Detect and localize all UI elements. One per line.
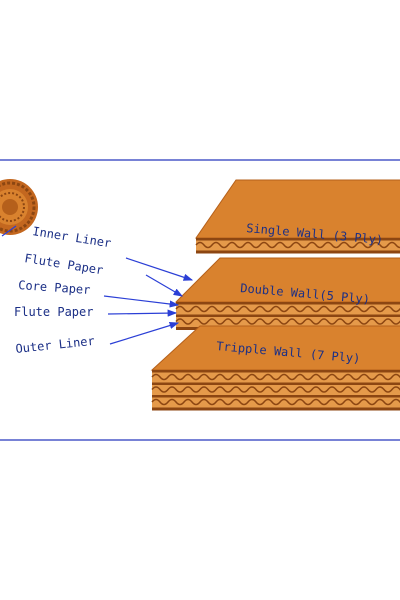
board-bottom-liner-1 (196, 250, 400, 254)
boards-group (150, 179, 400, 411)
board-flute-bg-3-2 (152, 385, 400, 395)
arrow-inner-liner (1, 225, 17, 237)
layer-labels: Inner Liner Flute Paper Core Paper Flute… (14, 224, 112, 356)
board-liner-1-1 (196, 238, 400, 241)
label-flute-paper-top: Flute Paper (24, 251, 105, 277)
board-flute-wave-3-3 (151, 398, 400, 406)
board-liner-2-1 (176, 302, 400, 305)
board-liner-3-3 (152, 395, 400, 398)
board-flute-wave-2-2 (175, 318, 400, 325)
corrugated-roll-icon (0, 179, 38, 235)
board-flute-wave-3-1 (151, 373, 400, 381)
board-flute-bg-3-3 (152, 397, 400, 408)
arrow-flute-paper-2 (107, 309, 178, 317)
board-flute-wave-3-2 (151, 386, 400, 393)
label-core-paper: Core Paper (18, 278, 91, 297)
board-3 (150, 325, 400, 411)
board-liner-3-2 (152, 382, 400, 385)
board-top-face-1 (195, 179, 400, 239)
board-flute-bg-3-1 (152, 372, 400, 383)
board-flute-bg-1-1 (196, 240, 400, 251)
board-1 (195, 179, 400, 254)
label-inner-liner: Inner Liner (32, 224, 113, 250)
label-outer-liner: Outer Liner (15, 334, 96, 356)
board-liner-2-2 (176, 314, 400, 317)
board-top-face-3 (150, 325, 400, 371)
arrow-outer-liner (109, 322, 180, 345)
label-flute-paper-bottom: Flute Paper (14, 305, 93, 319)
board-bottom-liner-3 (152, 407, 400, 411)
arrow-core-paper (103, 295, 180, 308)
board-liner-3-1 (152, 370, 400, 373)
arrow-flute-paper-1 (125, 257, 194, 281)
arrows-group (1, 225, 194, 345)
board-flute-wave-1-1 (195, 241, 400, 249)
board-top-face-2 (174, 257, 400, 303)
arrow-flute-paper-1b (145, 274, 184, 297)
board-flute-wave-2-1 (175, 305, 400, 313)
